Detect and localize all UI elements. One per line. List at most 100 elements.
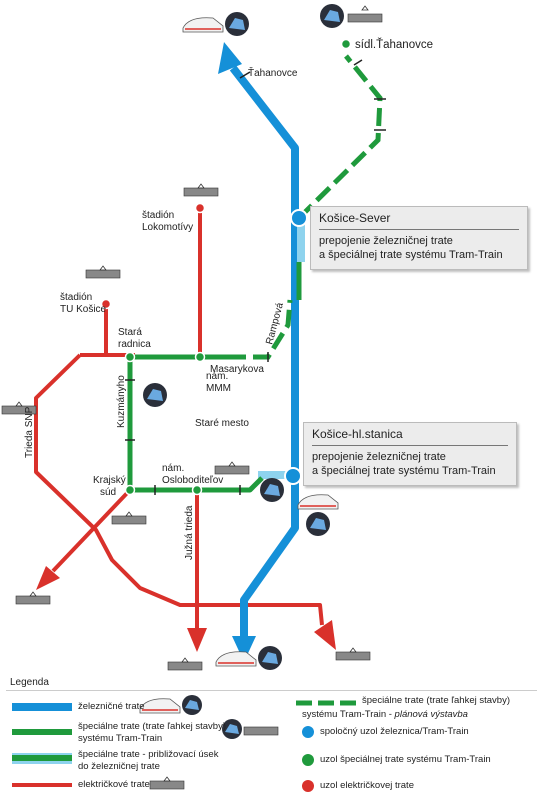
legend-planned-label-1: špeciálne trate (trate ľahkej stavby) [362, 695, 510, 706]
legend: železničné trate špeciálne trate (trate … [6, 690, 537, 798]
tramtrain-lines [127, 262, 302, 493]
callout-hl-stanica-title: Košice-hl.stanica [312, 427, 508, 446]
railway-lines [229, 65, 299, 640]
tram-icon-krajsky [111, 511, 147, 525]
node-osloboditelov [191, 484, 203, 496]
legend-railway-swatch [12, 703, 72, 711]
railway-main [229, 65, 299, 640]
legend-planned-italic: plánová výstavba [394, 709, 468, 720]
tramtrain-icon-hl-stanica-2 [306, 512, 330, 536]
node-hl-stanica [284, 467, 302, 485]
callout-hl-stanica-line1: prepojenie železničnej trate [312, 451, 446, 463]
label-tahanovce: Ťahanovce [248, 66, 298, 79]
legend-node-tramtrain-label: uzol špeciálnej trate systému Tram-Train [320, 754, 491, 765]
legend-tram-icon [149, 776, 185, 790]
callout-sever-line2: a špeciálnej trate systému Tram-Train [319, 249, 503, 261]
label-lokomotivy-1: štadión [142, 210, 174, 221]
callout-hl-stanica-line2: a špeciálnej trate systému Tram-Train [312, 465, 496, 477]
node-sidl-tahanovce [340, 38, 352, 50]
tramtrain-icon-hl-stanica [260, 478, 284, 502]
legend-planned-text: systému Tram-Train - [302, 709, 395, 720]
legend-railway-label: železničné trate [78, 701, 145, 712]
legend-node-common-label: spoločný uzol železnica/Tram-Train [320, 726, 469, 737]
approach-hl-stanica [258, 471, 288, 479]
legend-tramtrain-icon [222, 719, 279, 739]
label-juzna-trieda: Južná trieda [184, 505, 195, 560]
label-osloboditelov-1: nám. [162, 463, 184, 474]
railway-arrow-north [218, 42, 242, 74]
legend-node-common [302, 726, 314, 738]
legend-approach-swatch [12, 755, 72, 761]
planned-tahanovce [297, 54, 383, 220]
label-nam-mmm-1: nám. [206, 371, 228, 382]
label-trieda-snp: Trieda SNP [24, 406, 35, 458]
legend-node-tramtrain [302, 754, 314, 766]
label-rampova: Rampová [264, 301, 286, 346]
tram-arrow-sw [36, 566, 60, 590]
tramtrain-osloboditelov [130, 476, 264, 493]
tram-icon-sw [15, 591, 51, 605]
callout-sever-line1: prepojenie železničnej trate [319, 235, 453, 247]
label-kuzmanyho: Kuzmányho [116, 375, 127, 428]
tram-icon-juzna [167, 657, 203, 671]
label-stara-radnica-1: Stará [118, 327, 142, 338]
node-stara-radnica [124, 351, 136, 363]
nodes [100, 38, 352, 496]
label-stare-mesto: Staré mesto [195, 418, 249, 429]
legend-swatches [12, 695, 356, 792]
label-masarykova: Masarykova [210, 364, 264, 375]
tram-icon-west [1, 401, 37, 415]
legend-tramtrain-swatch [12, 729, 72, 735]
legend-planned-label-2: systému Tram-Train - plánová výstavba [302, 709, 468, 721]
label-osloboditelov-2: Osloboditeľov [162, 475, 223, 486]
tram-line-sw [51, 488, 132, 573]
tramtrain-icon-sidl [320, 4, 383, 28]
tram-arrow-se [314, 620, 336, 650]
legend-approach-label-1: špeciálne trate - približovací úsek [78, 749, 219, 760]
node-sever [290, 209, 308, 227]
label-lokomotivy-2: Lokomotívy [142, 222, 193, 233]
vehicle-icons [1, 4, 383, 671]
node-tu [100, 298, 112, 310]
legend-tramtrain-label-2: systému Tram-Train [78, 733, 163, 744]
tram-icon-tu [85, 265, 121, 279]
node-nam-mmm [194, 351, 206, 363]
legend-node-tram-label: uzol električkovej trate [320, 780, 414, 791]
train-tramtrain-icon-north [182, 12, 249, 36]
label-tu-2: TU Košice [60, 304, 107, 315]
label-tu-1: štadión [60, 292, 92, 303]
tram-line-west-loop [34, 353, 324, 626]
legend-tram-label: električkové trate [78, 779, 150, 790]
planned-lines [228, 54, 383, 360]
label-sidl-tahanovce: sídl.Ťahanovce [355, 38, 433, 51]
legend-node-tram [302, 780, 314, 792]
stop-ticks [125, 59, 386, 495]
train-tramtrain-icon-south [215, 646, 282, 670]
node-krajsky-sud [124, 484, 136, 496]
callout-hl-stanica: Košice-hl.stanica prepojenie železničnej… [303, 422, 517, 486]
callout-sever-title: Košice-Sever [319, 211, 519, 230]
legend-train-icon [139, 695, 202, 715]
map-labels: Ťahanovce sídl.Ťahanovce štadión Lokomot… [24, 38, 433, 560]
approach-sever [297, 220, 305, 262]
legend-title: Legenda [10, 677, 49, 688]
label-nam-mmm-2: MMM [206, 383, 231, 394]
label-krajsky-2: súd [100, 487, 116, 498]
planned-masarykova [228, 299, 293, 360]
tram-icon-se [335, 647, 371, 661]
label-krajsky-1: Krajský [93, 475, 126, 486]
railway-arrow-south [232, 636, 256, 662]
tramtrain-icon-center [143, 383, 167, 407]
legend-tram-swatch [12, 783, 72, 787]
legend-tramtrain-label-1: špeciálne trate (trate ľahkej stavby) [78, 721, 226, 732]
train-icon-hl-stanica [297, 494, 339, 510]
tram-icon-osloboditelov [214, 461, 250, 475]
legend-approach-label-2: do železničnej trate [78, 761, 160, 772]
node-lokomotivy [194, 202, 206, 214]
callout-sever: Košice-Sever prepojenie železničnej trat… [310, 206, 528, 270]
tram-arrow-juzna [187, 628, 207, 652]
tram-lines [34, 208, 324, 630]
label-stara-radnica-2: radnica [118, 339, 151, 350]
tram-icon-lokomotivy [183, 183, 219, 197]
